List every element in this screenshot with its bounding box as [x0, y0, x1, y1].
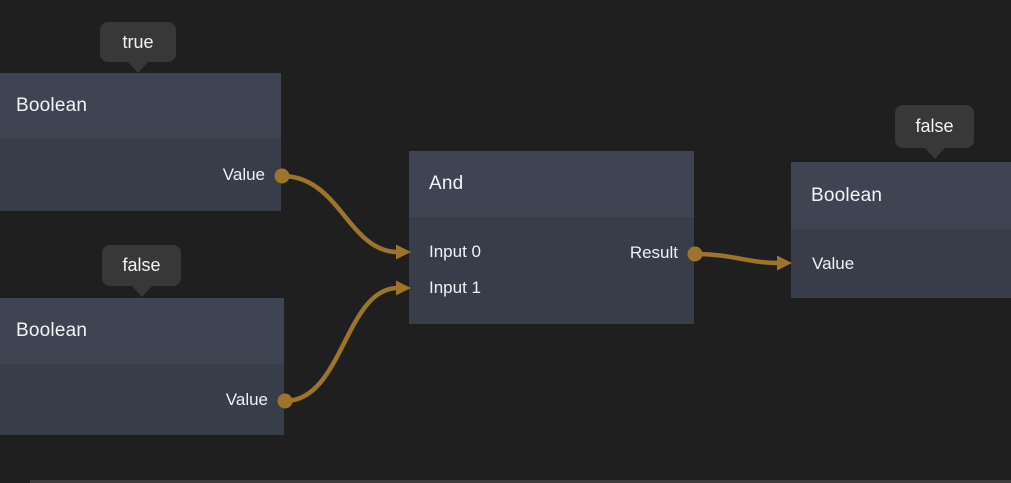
port-label: Value — [225, 389, 268, 409]
tooltip-pointer — [130, 285, 153, 297]
value-tooltip-true: true — [100, 22, 176, 73]
node-and[interactable]: And Input 0 Input 1 Result — [409, 151, 694, 324]
output-port-and-result[interactable] — [687, 246, 703, 262]
tooltip-text: false — [122, 255, 161, 275]
node-body: Value — [0, 139, 281, 211]
node-boolean-result[interactable]: Boolean Value — [791, 162, 1011, 298]
port-row-result-output[interactable]: Result — [630, 235, 694, 271]
port-label: Input 0 — [429, 242, 481, 261]
horizontal-scrollbar[interactable] — [30, 480, 1011, 483]
node-title-bar[interactable]: And — [409, 151, 694, 217]
node-title: Boolean — [16, 95, 88, 116]
port-row-value-input[interactable]: Value — [791, 229, 1011, 298]
tooltip-text: true — [122, 31, 154, 52]
output-port-boolean-true-value[interactable] — [274, 168, 290, 184]
tooltip-text: false — [915, 116, 954, 136]
wire-boolean-true-to-and-input0[interactable] — [279, 173, 401, 255]
node-body: Value — [0, 364, 284, 435]
port-label: Value — [222, 165, 265, 184]
node-title-bar[interactable]: Boolean — [0, 73, 281, 139]
value-tooltip-false: false — [102, 245, 181, 297]
node-body: Input 0 Input 1 Result — [409, 217, 694, 324]
node-boolean-true[interactable]: Boolean Value — [0, 73, 281, 211]
port-label: Result — [629, 243, 678, 262]
port-row-value-output[interactable]: Value — [0, 139, 281, 211]
port-label: Input 1 — [429, 278, 481, 297]
node-title: And — [429, 173, 464, 194]
node-title-bar[interactable]: Boolean — [0, 298, 284, 364]
node-body: Value — [791, 229, 1011, 298]
node-title: Boolean — [16, 320, 88, 341]
port-row-value-output[interactable]: Value — [0, 364, 284, 435]
value-tooltip-result-false: false — [895, 105, 974, 159]
port-row-input1[interactable]: Input 1 — [409, 270, 481, 306]
tooltip-pointer — [127, 61, 149, 73]
tooltip-pointer — [923, 147, 946, 159]
node-title: Boolean — [811, 184, 883, 206]
port-label: Value — [812, 253, 855, 273]
output-port-boolean-false-value[interactable] — [277, 393, 293, 409]
wire-and-result-to-boolean-value[interactable] — [692, 251, 782, 266]
port-row-input0[interactable]: Input 0 — [409, 234, 481, 270]
wire-boolean-false-to-and-input1[interactable] — [282, 285, 401, 404]
node-title-bar[interactable]: Boolean — [791, 162, 1011, 229]
node-boolean-false[interactable]: Boolean Value — [0, 298, 284, 435]
